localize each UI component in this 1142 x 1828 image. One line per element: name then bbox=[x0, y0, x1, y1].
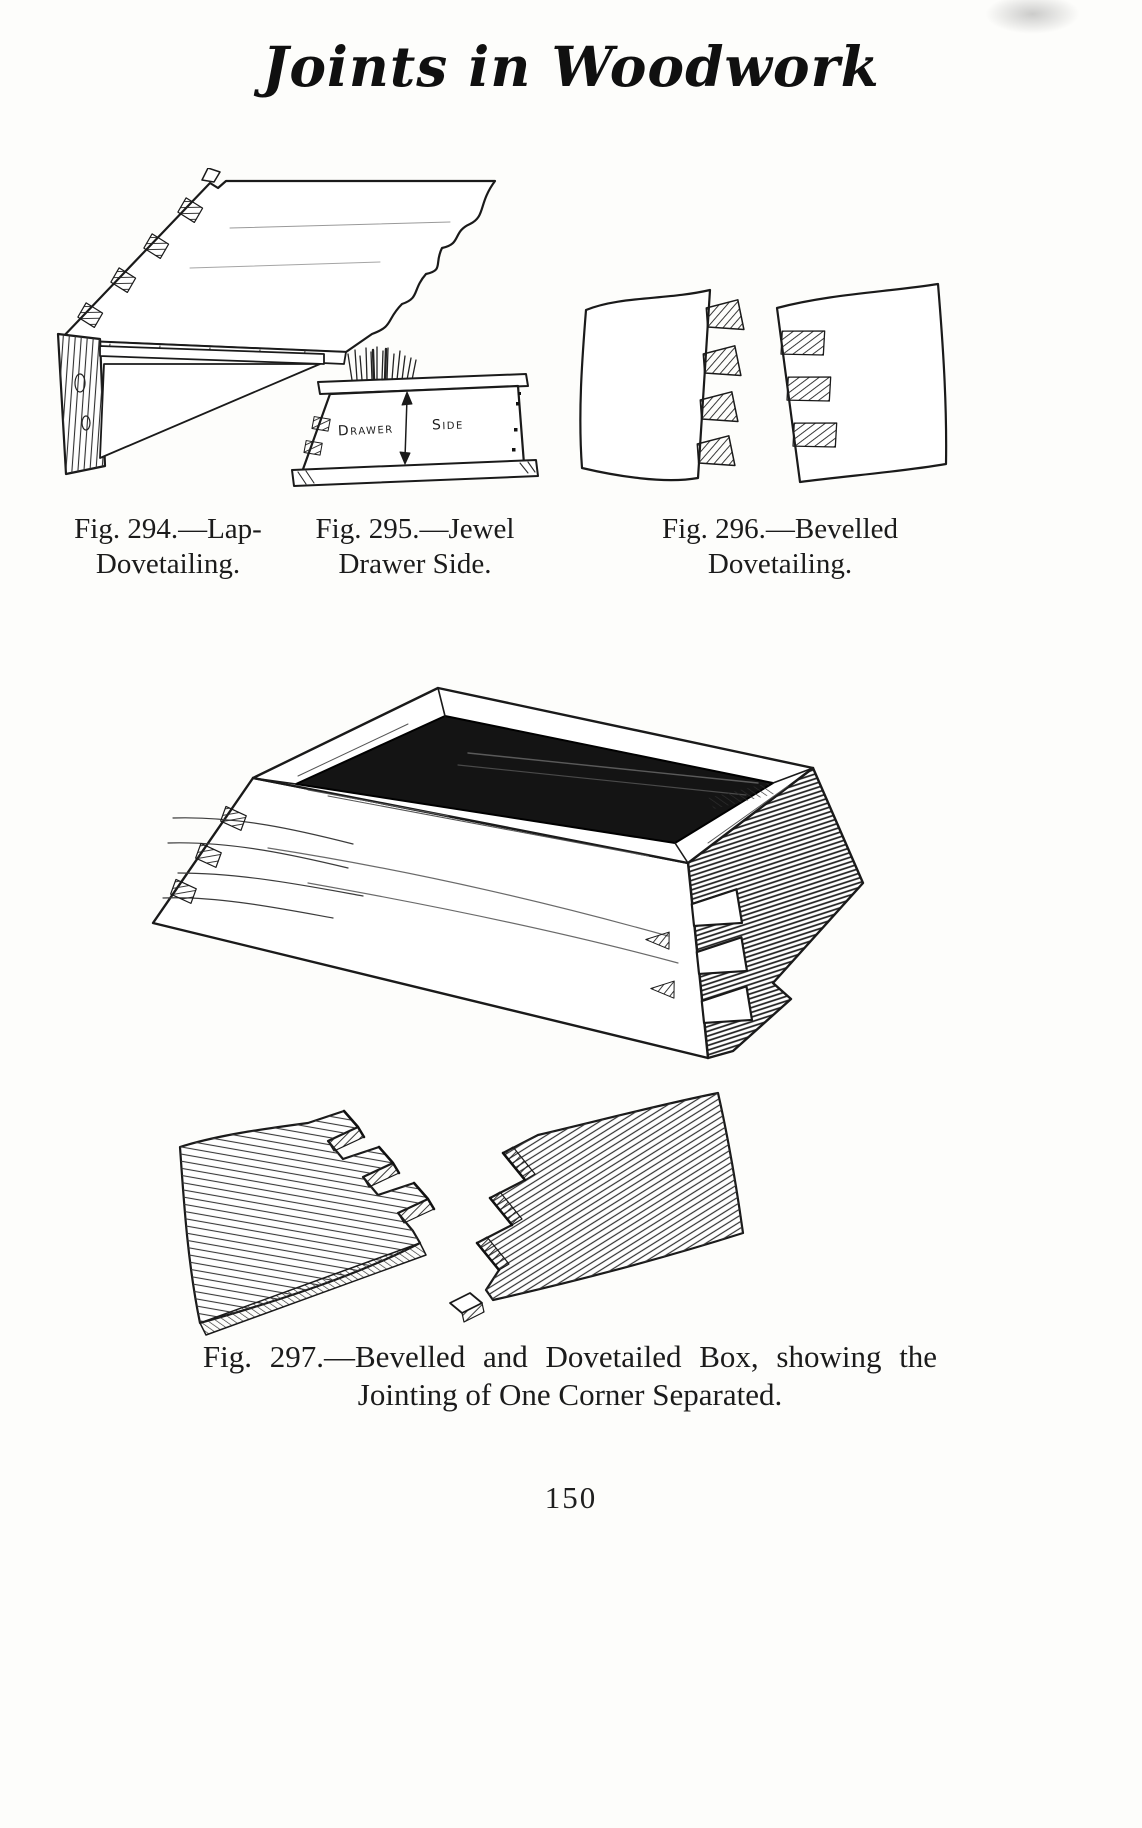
box-top-rim bbox=[251, 686, 815, 865]
dovetail-slots bbox=[780, 330, 838, 448]
pin-piece-bottom-edge bbox=[199, 1242, 427, 1336]
separated-pin-piece bbox=[178, 1109, 436, 1336]
fig-296-caption-line2: Dovetailing. bbox=[707, 548, 853, 581]
drawer-base-board bbox=[291, 459, 539, 487]
fig-295-illustration: Drawer Side bbox=[291, 346, 539, 487]
fig-294-illustration bbox=[56, 168, 497, 476]
left-corner-dovetail-marks bbox=[170, 805, 247, 904]
support-post bbox=[56, 332, 107, 476]
pin-side-faces bbox=[327, 1109, 436, 1224]
nail-dots bbox=[512, 392, 521, 452]
rim-corner-joints bbox=[252, 687, 814, 864]
separated-socket-piece bbox=[475, 1091, 745, 1302]
drawer-side-label-word1: Drawer bbox=[338, 421, 395, 440]
drawer-side-label-word2: Side bbox=[432, 416, 464, 433]
drawer-top-rail bbox=[317, 373, 529, 395]
fig-297-separated-corner-illustration bbox=[178, 1091, 745, 1336]
bevel-socket-piece bbox=[775, 282, 948, 484]
corner-dovetail-pins bbox=[645, 888, 754, 1025]
fig-296-caption-line1: Fig. 296.—Bevelled bbox=[661, 513, 898, 545]
fig-295-caption-line1: Fig. 295.—Jewel bbox=[315, 513, 515, 545]
fig-296-caption: Fig. 296.—Bevelled Dovetailing. bbox=[615, 512, 945, 583]
page-number: 150 bbox=[544, 1480, 598, 1515]
fig-297-box-illustration bbox=[151, 686, 865, 1060]
dovetail-pins bbox=[696, 299, 745, 467]
cleat-and-brace bbox=[99, 345, 325, 459]
page-title: Joints in Woodwork bbox=[262, 34, 880, 99]
dovetail-socket-marks bbox=[77, 197, 204, 329]
fig-297-caption-line1: Fig. 297.—Bevelled and Dovetailed Box, s… bbox=[202, 1339, 938, 1374]
fig-297-caption-line2: Jointing of One Corner Separated. bbox=[357, 1376, 783, 1412]
lap-dovetail-board bbox=[58, 168, 497, 365]
wood-bristle-tuft bbox=[347, 346, 417, 382]
bevel-pin-piece bbox=[579, 288, 745, 482]
height-arrow bbox=[399, 391, 413, 465]
base-hatching bbox=[297, 461, 536, 485]
fig-297-caption: Fig. 297.—Bevelled and Dovetailed Box, s… bbox=[100, 1338, 1040, 1414]
scan-smudge-mark bbox=[985, 0, 1080, 34]
fig-294-caption: Fig. 294.—Lap- Dovetailing. bbox=[28, 512, 308, 583]
fig-295-caption-line2: Drawer Side. bbox=[338, 548, 492, 581]
socket-riser-faces bbox=[475, 1146, 536, 1272]
fig-294-caption-line2: Dovetailing. bbox=[95, 548, 241, 581]
fig-296-illustration bbox=[579, 282, 948, 484]
box-right-face bbox=[686, 766, 865, 1060]
drawer-side-body bbox=[300, 384, 526, 474]
fig-295-caption: Fig. 295.—Jewel Drawer Side. bbox=[290, 512, 540, 583]
fig-294-caption-line1: Fig. 294.—Lap- bbox=[74, 513, 262, 545]
loose-wedge bbox=[449, 1292, 485, 1323]
drawer-dovetail-marks bbox=[303, 416, 331, 456]
